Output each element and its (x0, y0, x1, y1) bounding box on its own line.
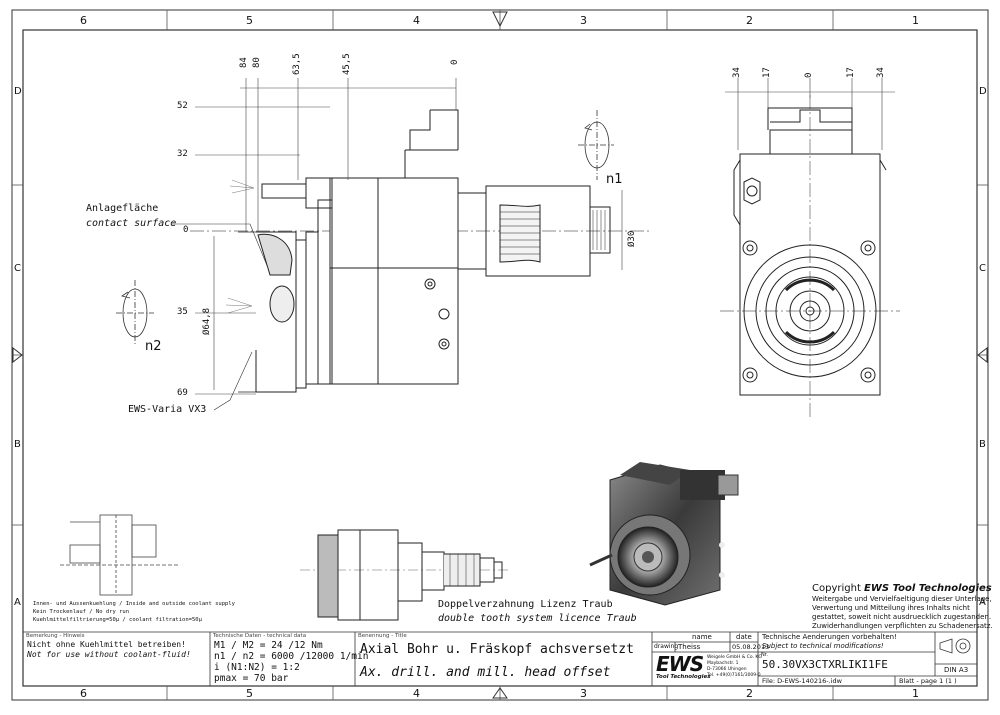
zone-col-6-bottom: 6 (80, 687, 87, 700)
coolant-note-2: Kein Trockenlauf / No dry run (33, 609, 130, 615)
dim-17-left: 17 (762, 67, 772, 78)
zone-row-a-right: A (979, 597, 986, 608)
contact-surface-label-de: Anlagefläche (86, 203, 159, 214)
title-block-grid (23, 631, 977, 686)
title-label: Benennung - Title (358, 633, 407, 639)
zone-col-2-top: 2 (746, 14, 753, 27)
drawing-date: 05.08.2013 (732, 643, 770, 651)
col-date: date (736, 633, 752, 641)
company-line-2: Maybachstr. 1 (707, 661, 739, 666)
zone-row-d-left: D (14, 86, 22, 97)
col-name: name (692, 633, 712, 641)
bottom-side-view (300, 529, 510, 621)
company-line-3: D-73066 Uhingen (707, 667, 747, 672)
zone-col-5-top: 5 (246, 14, 253, 27)
copyright-line-4: gestattet, soweit nicht ausdruecklich zu… (812, 613, 992, 621)
licence-note-en: double tooth system licence Traub (438, 613, 637, 624)
drawer-name: Theiss (678, 643, 701, 651)
drawing-label: drawing (654, 643, 679, 650)
zone-col-4-bottom: 4 (413, 687, 420, 700)
n1-label: n1 (606, 172, 623, 187)
zone-col-5-bottom: 5 (246, 687, 253, 700)
remark-en: Not for use without coolant-fluid! (27, 650, 191, 659)
side-view (190, 109, 650, 393)
copyright-line-2: Weitergabe und Vervielfaeltigung dieser … (812, 595, 992, 603)
tech-speed: n1 / n2 = 6000 /12000 1/min (214, 651, 369, 662)
dim-52: 52 (177, 101, 188, 111)
tech-data-label: Technische Daten - technical data (213, 633, 307, 639)
dim-69: 69 (177, 388, 188, 398)
coolant-note-3: Kuehlmittelfiltrierung=50µ / coolant fil… (33, 617, 202, 623)
dim-84: 84 (239, 57, 249, 68)
dim-17-right: 17 (846, 67, 856, 78)
projection-symbol (939, 638, 971, 654)
din-format: DIN A3 (944, 666, 969, 674)
changes-de: Technische Aenderungen vorbehalten! (762, 633, 897, 641)
dim-diameter-30: Ø30 (627, 230, 637, 247)
dim-0-left: 0 (183, 225, 189, 235)
remark-de: Nicht ohne Kuehlmittel betreiben! (27, 640, 186, 649)
dim-32: 32 (177, 149, 188, 159)
dim-34-right: 34 (876, 67, 886, 78)
ews-varia-label: EWS-Varia VX3 (128, 404, 207, 415)
title-en: Ax. drill. and mill. head offset (360, 665, 611, 680)
zone-col-2-bottom: 2 (746, 687, 753, 700)
ews-logo-sub: Tool Technologies (656, 674, 711, 680)
copyright-line-5: Zuwiderhandlungen verpflichten zu Schade… (812, 622, 993, 630)
zone-row-b-left: B (14, 439, 21, 450)
dim-34-left: 34 (732, 67, 742, 78)
copyright-line-3: Verwertung und Mitteilung ihres Inhalts … (812, 604, 970, 612)
zone-col-4-top: 4 (413, 14, 420, 27)
nr-label: Nr. (761, 652, 768, 658)
zone-row-c-left: C (14, 263, 21, 274)
dim-63-5: 63,5 (292, 53, 302, 75)
company-line-1: Weigele GmbH & Co. KG (707, 655, 762, 660)
tech-torque: M1 / M2 = 24 /12 Nm (214, 640, 323, 651)
dim-0-right: 0 (804, 72, 814, 78)
sheet-page: Blatt - page 1 (1 ) (899, 677, 957, 685)
company-line-4: Tel. +49(0)7161/3009-0 (707, 673, 761, 678)
zone-row-b-right: B (979, 439, 986, 450)
dim-80: 80 (252, 57, 262, 68)
remark-label: Bemerkung - Hinweis (26, 633, 85, 639)
isometric-render (589, 462, 739, 606)
zone-col-3-bottom: 3 (580, 687, 587, 700)
n2-label: n2 (145, 339, 162, 354)
zone-col-1-top: 1 (912, 14, 919, 27)
dim-0-top: 0 (450, 59, 460, 65)
dim-diameter-64: Ø64,8 (202, 307, 212, 335)
copyright-line-1: Copyright EWS Tool Technologies (812, 583, 992, 594)
title-de: Axial Bohr u. Fräskopf achsversetzt (360, 642, 634, 657)
coolant-schematic (60, 514, 180, 596)
file-name: File: D-EWS-140216-.idw (762, 677, 842, 685)
changes-en: Subject to technical modifications! (762, 642, 884, 650)
licence-note-de: Doppelverzahnung Lizenz Traub (438, 599, 613, 610)
front-view (720, 95, 900, 420)
zone-col-1-bottom: 1 (912, 687, 919, 700)
part-number: 50.30VX3CTXRLIKI1FE (762, 658, 888, 671)
zone-row-c-right: C (979, 263, 986, 274)
dim-35: 35 (177, 307, 188, 317)
contact-surface-label-en: contact surface (86, 218, 177, 229)
dim-45-5: 45,5 (342, 53, 352, 75)
zone-row-a-left: A (14, 597, 21, 608)
zone-col-6-top: 6 (80, 14, 87, 27)
zone-row-d-right: D (979, 86, 987, 97)
zone-col-3-top: 3 (580, 14, 587, 27)
coolant-note-1: Innen- und Aussenkuehlung / Inside and o… (33, 601, 235, 607)
tech-ratio: i (N1:N2) = 1:2 (214, 662, 300, 673)
ews-logo: EWS (656, 652, 704, 676)
tech-pressure: pmax = 70 bar (214, 673, 289, 684)
